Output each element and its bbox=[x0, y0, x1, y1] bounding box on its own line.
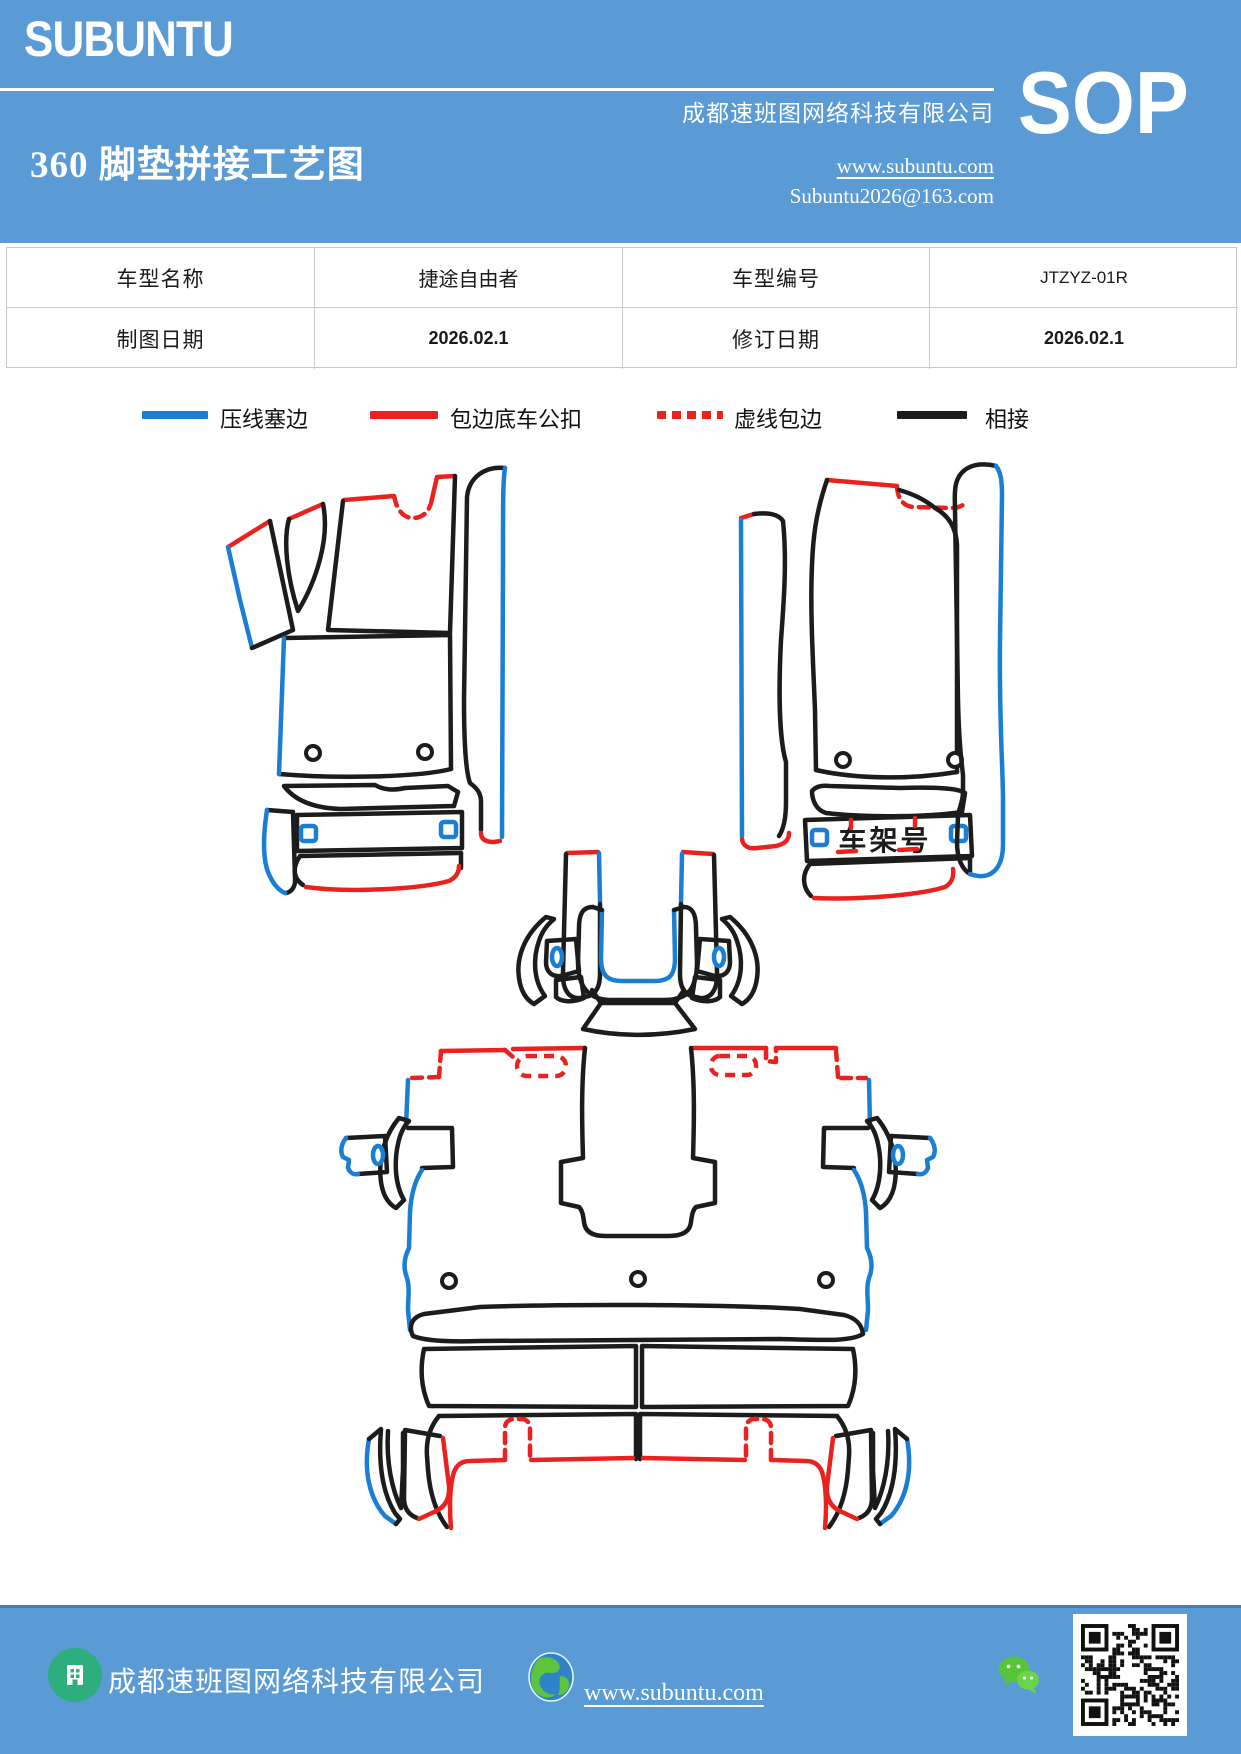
model-name-label: 车型名称 bbox=[7, 248, 315, 308]
building-icon bbox=[48, 1648, 102, 1702]
left-front-mat bbox=[225, 465, 508, 896]
model-name-value: 捷途自由者 bbox=[315, 248, 623, 308]
qr-code bbox=[1073, 1614, 1187, 1736]
footer-company-name: 成都速班图网络科技有限公司 bbox=[108, 1667, 486, 1698]
revision-date-value: 2026.02.1 bbox=[1043, 328, 1125, 348]
legend-label: 相接 bbox=[985, 407, 1030, 432]
model-code-value: JTZYZ-01R bbox=[930, 248, 1238, 308]
legend-label: 压线塞边 bbox=[220, 407, 309, 432]
legend-label: 包边底车公扣 bbox=[450, 407, 583, 432]
sop-badge: SOP bbox=[1018, 53, 1189, 152]
right-front-mat: 车架号 bbox=[738, 462, 1006, 901]
header-website-link[interactable]: www.subuntu.com bbox=[836, 154, 994, 178]
draw-date-label: 制图日期 bbox=[7, 308, 315, 369]
legend-swatch-red bbox=[370, 411, 438, 419]
page-header: SUBUNTU 360 脚垫拼接工艺图 成都速班图网络科技有限公司 www.su… bbox=[0, 0, 1241, 243]
legend-swatch-black bbox=[897, 411, 967, 419]
legend-swatch-red-dashed bbox=[657, 411, 723, 419]
globe-icon bbox=[526, 1652, 576, 1709]
footer-website-link[interactable]: www.subuntu.com bbox=[584, 1680, 764, 1706]
header-contact-block: 成都速班图网络科技有限公司 www.subuntu.com Subuntu202… bbox=[574, 94, 994, 209]
header-company-name: 成都速班图网络科技有限公司 bbox=[682, 101, 994, 126]
page-title: 360 脚垫拼接工艺图 bbox=[30, 145, 365, 186]
wechat-icon bbox=[996, 1654, 1042, 1701]
rear-mat bbox=[339, 1045, 937, 1531]
header-email: Subuntu2026@163.com bbox=[789, 184, 994, 208]
mat-process-diagram: 车架号 bbox=[225, 462, 1006, 1531]
page-footer: 成都速班图网络科技有限公司 www.subuntu.com bbox=[0, 1605, 1241, 1754]
company-logo: SUBUNTU bbox=[24, 11, 234, 67]
vehicle-info-table: 车型名称 捷途自由者 车型编号 JTZYZ-01R 制图日期 2026.02.1… bbox=[6, 247, 1238, 369]
draw-date-value: 2026.02.1 bbox=[315, 308, 623, 369]
model-code-label: 车型编号 bbox=[623, 248, 930, 308]
legend-label: 虚线包边 bbox=[734, 407, 823, 432]
header-divider bbox=[0, 88, 994, 91]
legend-swatch-blue bbox=[142, 411, 208, 419]
center-console-cluster bbox=[516, 849, 760, 1038]
revision-date-label: 修订日期 bbox=[623, 308, 930, 369]
